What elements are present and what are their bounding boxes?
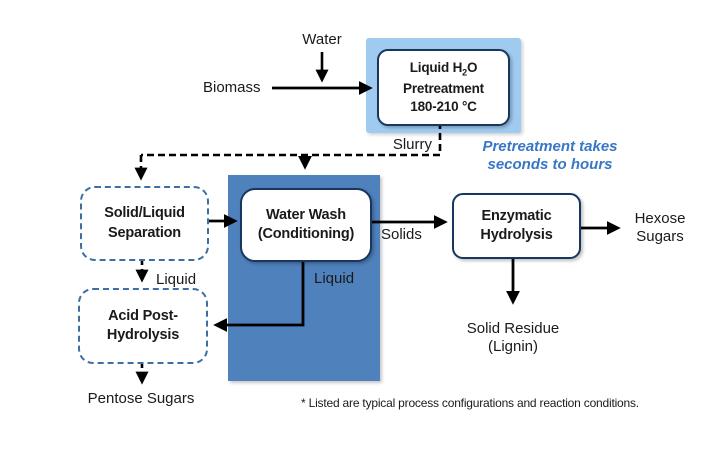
liquid-label-wash: Liquid (314, 270, 355, 287)
water-wash-box-line2: (Conditioning) (257, 226, 355, 242)
pentose-sugars-label: Pentose Sugars (87, 390, 195, 407)
separation-box-line2: Separation (108, 224, 181, 241)
arrow-liquid-to-acid-hydrolysis (213, 259, 305, 332)
liquid-label-separation: Liquid (156, 271, 197, 288)
pretreatment-box-line1: Liquid H2O (409, 60, 478, 79)
pretreatment-box-line3: 180-210 °C (410, 98, 477, 114)
separation-box-line1: Solid/Liquid (104, 205, 185, 222)
enzymatic-hydrolysis-box: Enzymatic Hydrolysis (452, 193, 581, 259)
water-wash-box-line1: Water Wash (266, 206, 346, 223)
water-wash-box: Water Wash (Conditioning) (240, 188, 372, 262)
acid-post-hydrolysis-box: Acid Post- Hydrolysis (78, 288, 208, 364)
slurry-label: Slurry (392, 136, 432, 153)
hexose-sugars-label: Hexose Sugars (634, 210, 686, 245)
acid-box-line2: Hydrolysis (106, 327, 180, 343)
acid-box-line1: Acid Post- (108, 307, 178, 324)
biomass-label: Biomass (203, 79, 261, 96)
solids-label: Solids (381, 226, 422, 243)
solid-liquid-separation-box: Solid/Liquid Separation (80, 186, 209, 261)
enzymatic-box-line2: Hydrolysis (480, 227, 553, 243)
footnote: * Listed are typical process configurati… (301, 396, 639, 410)
water-label: Water (302, 31, 342, 48)
pretreatment-box-line2: Pretreatment (403, 80, 484, 96)
pretreatment-box: Liquid H2O Pretreatment 180-210 °C (377, 49, 510, 126)
solid-residue-label: Solid Residue (Lignin) (466, 320, 560, 355)
enzymatic-box-line1: Enzymatic (481, 207, 552, 224)
pretreatment-note: Pretreatment takes seconds to hours (482, 138, 618, 173)
